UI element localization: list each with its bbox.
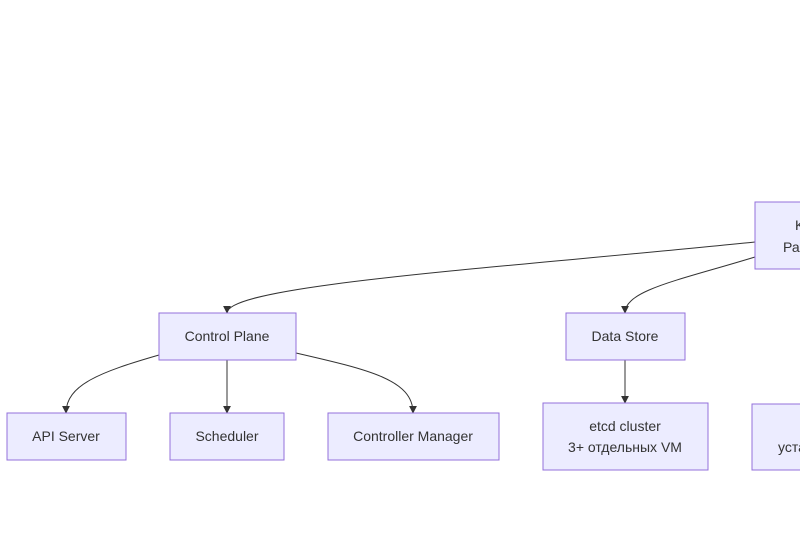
edge-root-control-plane xyxy=(223,241,756,314)
node-scheduler-label: Scheduler xyxy=(195,428,258,444)
edge-control-plane-api-server xyxy=(62,354,160,414)
node-partial-right-line1: уста xyxy=(778,439,800,455)
node-api-server: API Server xyxy=(6,412,127,461)
node-scheduler: Scheduler xyxy=(169,412,285,461)
node-root: K Раз xyxy=(754,201,800,270)
edges xyxy=(62,241,756,414)
node-etcd-line1: etcd cluster xyxy=(589,418,661,434)
edge-control-plane-controller-manager xyxy=(295,352,417,414)
node-etcd: etcd cluster 3+ отдельных VM xyxy=(542,402,709,471)
node-root-line1: K xyxy=(795,217,800,233)
node-controller-manager: Controller Manager xyxy=(327,412,500,461)
edge-root-data-store xyxy=(621,256,756,314)
node-control-plane-label: Control Plane xyxy=(185,328,270,344)
node-root-line2: Раз xyxy=(783,239,800,255)
node-data-store-label: Data Store xyxy=(592,328,659,344)
node-data-store: Data Store xyxy=(565,312,686,361)
node-api-server-label: API Server xyxy=(32,428,100,444)
node-partial-right: уста xyxy=(751,403,800,471)
node-control-plane: Control Plane xyxy=(158,312,297,361)
node-etcd-line2: 3+ отдельных VM xyxy=(568,439,682,455)
node-controller-manager-label: Controller Manager xyxy=(353,428,473,444)
